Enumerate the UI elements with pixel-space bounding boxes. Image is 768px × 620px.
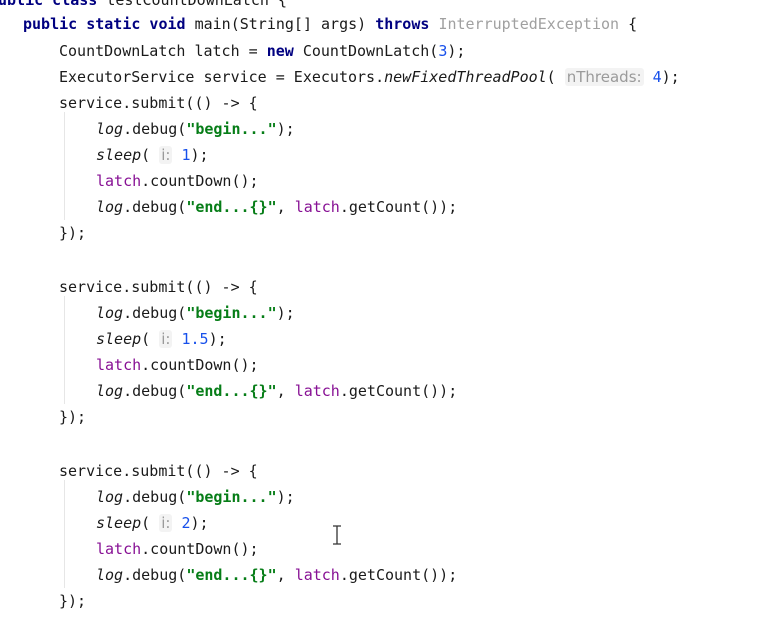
param-hint-i: i: <box>159 330 173 348</box>
indent-guide <box>64 112 65 220</box>
code-line-log-end: log.debug("end...{}", latch.getCount()); <box>96 382 458 400</box>
code-line-log-end: log.debug("end...{}", latch.getCount()); <box>96 198 458 216</box>
param-hint-nthreads: nThreads: <box>564 68 644 86</box>
code-line-submit: service.submit(() -> { <box>59 94 258 112</box>
code-line-class-header: ublic class testCountDownLatch { <box>0 0 287 9</box>
indent-guide <box>64 480 65 588</box>
code-line-log-begin: log.debug("begin..."); <box>96 488 295 506</box>
code-line-submit: service.submit(() -> { <box>59 462 258 480</box>
code-line-log-end: log.debug("end...{}", latch.getCount()); <box>96 566 458 584</box>
code-line-sleep: sleep( i: 2); <box>96 514 209 532</box>
code-line-countdown: latch.countDown(); <box>96 356 259 374</box>
code-line-sleep: sleep( i: 1); <box>96 146 209 164</box>
code-line-close: }); <box>59 592 87 610</box>
code-line-sleep: sleep( i: 1.5); <box>96 330 227 348</box>
code-line-close: }); <box>59 408 87 426</box>
code-line-main-signature: public static void main(String[] args) t… <box>23 15 638 33</box>
code-line-countdown: latch.countDown(); <box>96 172 259 190</box>
code-line-log-begin: log.debug("begin..."); <box>96 120 295 138</box>
code-line-submit: service.submit(() -> { <box>59 278 258 296</box>
param-hint-i: i: <box>159 146 173 164</box>
param-hint-i: i: <box>159 514 173 532</box>
code-line-countdown: latch.countDown(); <box>96 540 259 558</box>
code-line-log-begin: log.debug("begin..."); <box>96 304 295 322</box>
code-line-latch-decl: CountDownLatch latch = new CountDownLatc… <box>59 42 466 60</box>
indent-guide <box>64 296 65 404</box>
text-cursor-icon <box>332 525 342 545</box>
code-line-service-decl: ExecutorService service = Executors.newF… <box>59 68 680 86</box>
code-line-close: }); <box>59 224 87 242</box>
